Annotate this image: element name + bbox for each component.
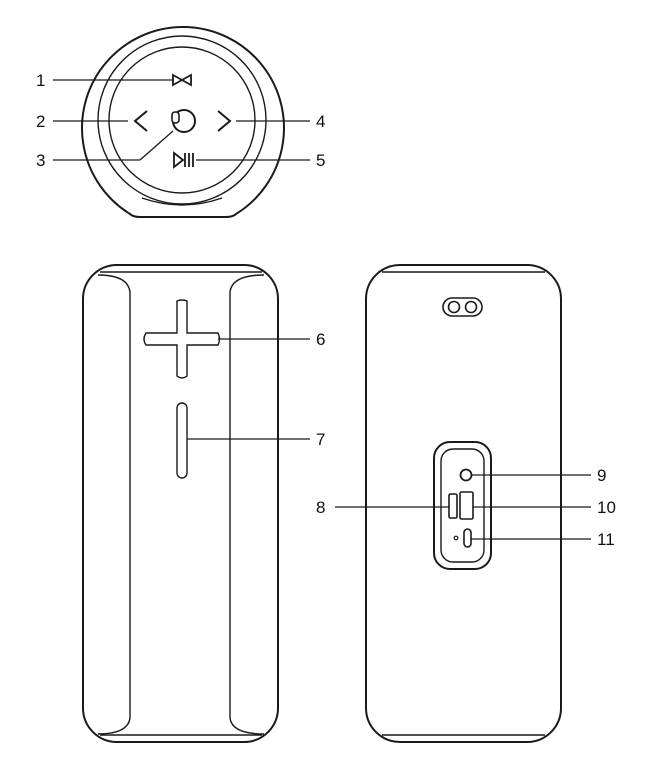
front-body-outline — [82, 264, 279, 743]
volume-up-icon[interactable] — [143, 299, 221, 379]
power-icon[interactable] — [171, 109, 196, 133]
aux-port-icon[interactable] — [459, 468, 473, 482]
top-view: 1 2 3 4 5 — [36, 26, 325, 218]
play-pause-icon[interactable] — [173, 151, 194, 169]
top-body-outline — [81, 26, 285, 218]
callout-2: 2 — [36, 112, 45, 131]
callout-7: 7 — [316, 430, 325, 449]
usbc-port-icon[interactable] — [463, 528, 472, 548]
volume-down-icon[interactable] — [176, 402, 188, 479]
front-right-panel — [229, 274, 265, 735]
callout-5: 5 — [316, 151, 325, 170]
next-icon[interactable] — [217, 110, 232, 132]
port-cover — [433, 441, 492, 570]
port-recess — [440, 448, 485, 563]
bluetooth-icon[interactable] — [172, 73, 192, 87]
callout-6: 6 — [316, 330, 325, 349]
leader-3b — [139, 130, 174, 161]
charge-led-icon — [453, 535, 459, 541]
back-body-outline — [365, 264, 562, 743]
strap-loop-icon — [442, 297, 483, 317]
usb-port-icon[interactable] — [459, 491, 474, 520]
callout-3: 3 — [36, 151, 45, 170]
callout-8: 8 — [316, 498, 325, 517]
callout-11: 11 — [597, 530, 615, 549]
prev-icon[interactable] — [133, 110, 148, 132]
callout-9: 9 — [597, 466, 606, 485]
front-view: 6 7 — [82, 264, 325, 743]
back-view: 8 9 10 11 — [316, 264, 616, 743]
control-panel — [108, 46, 256, 194]
callout-10: 10 — [597, 498, 616, 517]
top-rim — [97, 35, 267, 205]
front-left-panel — [97, 274, 131, 735]
callout-4: 4 — [316, 112, 325, 131]
top-base-arc — [141, 197, 223, 206]
callout-1: 1 — [36, 71, 45, 90]
card-slot-icon[interactable] — [448, 493, 458, 519]
